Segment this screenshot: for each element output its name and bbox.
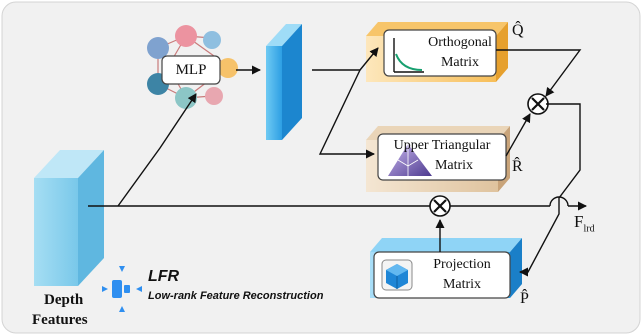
orthogonal-label-line1: Orthogonal [428,35,492,50]
projection-label-line1: Projection [433,257,491,272]
orthogonal-label-line2: Matrix [440,55,480,70]
p-hat-label: P̂ [520,290,529,307]
upper-triangular-matrix-icon [388,144,432,176]
to-mlp-arrow [117,93,197,207]
depth-label-line1: Depth [44,292,84,308]
r-hat-label: R̂ [512,158,523,175]
mlp-node-icon [175,25,197,47]
mlp-node-icon [218,58,238,78]
upper-triangular-label-line2: Matrix [434,158,474,173]
mlp-label-box [161,55,221,85]
orthogonal-matrix-icon [393,38,424,73]
r-to-multiply-arrow [505,113,531,157]
upper-triangular-label-line1: Upper Triangular [393,138,491,153]
f-main: F [574,212,584,231]
to-projection-arrow [519,103,581,277]
q-hat-label: Q̂ [512,22,524,39]
mlp-node-icon [175,87,197,109]
depth-label-line2: Features [32,312,88,328]
legend-subtitle: Low-rank Feature Reconstruction [148,290,324,302]
mlp-output-block [266,24,302,140]
q-to-multiply-arrow [496,49,582,97]
to-upper-triangular-arrow [318,69,375,159]
f-lrd-label: Flrd [574,212,595,234]
depth-feature-block [34,150,104,286]
mlp-node-icon [203,31,221,49]
mlp-node-icon [147,37,169,59]
mlp-node-icon [205,87,223,105]
connector-lines [88,47,587,277]
multiply-node-icon [527,93,549,115]
mlp-label: MLP [175,62,207,78]
lfr-legend-icon [102,266,142,312]
orthogonal-label-box [383,29,497,77]
projection-matrix-icon [381,259,413,291]
multiply-node-icon [429,195,451,217]
legend-title: LFR [148,268,180,285]
f-subscript: lrd [583,223,595,235]
projection-label-line2: Matrix [442,277,482,292]
